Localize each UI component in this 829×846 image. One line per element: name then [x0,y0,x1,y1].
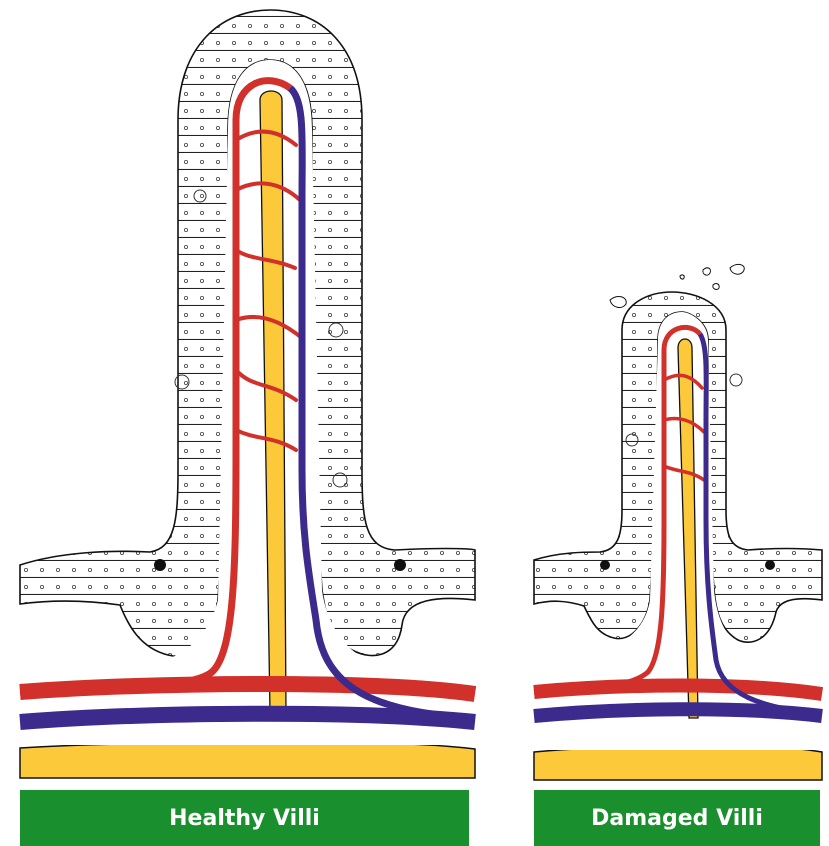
damaged-goblet-cell [730,374,742,386]
shed-cell [703,268,711,275]
damaged-villi-label: Damaged Villi [534,790,820,846]
healthy-lamina-propria [20,60,470,745]
healthy-crypt-mark [394,559,406,571]
shed-cell [713,284,719,290]
damaged-villus [534,264,822,780]
shed-cell [730,264,744,274]
healthy-villus [20,10,475,778]
damaged-vein-main [534,709,822,716]
shed-cell [610,297,626,308]
damaged-crypt-mark [765,560,775,570]
healthy-crypt-mark [154,559,166,571]
shed-cell [680,275,684,279]
damaged-crypt-mark [600,560,610,570]
healthy-vein-main [20,714,475,722]
healthy-villi-label: Healthy Villi [20,790,469,846]
